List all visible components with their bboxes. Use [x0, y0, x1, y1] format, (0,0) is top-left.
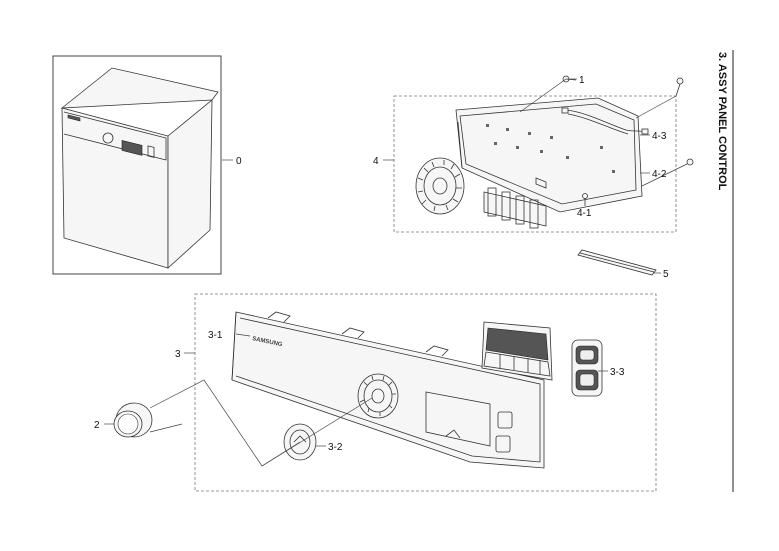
encoder-gear — [415, 157, 465, 215]
wire-harness — [561, 107, 649, 135]
callout-5: 5 — [663, 269, 669, 280]
leader-screw-right — [635, 95, 677, 119]
washer-unit-group — [52, 55, 222, 275]
washer-buttons — [147, 145, 155, 158]
screw-right-top — [675, 77, 684, 97]
callout-0: 0 — [236, 156, 242, 167]
washer-top — [60, 67, 219, 109]
leader-1 — [519, 78, 567, 113]
leader-3-1 — [235, 333, 251, 337]
screw-4-1 — [582, 193, 588, 206]
assy-3-boundary — [194, 293, 657, 492]
callout-4-2: 4-2 — [652, 169, 667, 180]
panel-dial-ring — [357, 373, 399, 419]
callout-4-1: 4-1 — [577, 208, 592, 219]
washer-side — [167, 99, 213, 269]
washer-display — [121, 140, 143, 156]
pcb-housing — [455, 97, 643, 213]
washer-control-strip — [63, 111, 167, 161]
callout-3-3: 3-3 — [610, 367, 625, 378]
callout-4-3: 4-3 — [652, 131, 667, 142]
lcd-window — [481, 321, 553, 381]
washer-front — [61, 107, 169, 269]
button-cover — [571, 339, 603, 397]
knob-part2 — [113, 402, 153, 438]
washer-dial — [102, 132, 114, 144]
knob-assembly-line-2 — [149, 423, 183, 433]
callout-3-1: 3-1 — [208, 330, 223, 341]
callout-3: 3 — [175, 349, 181, 360]
panel-strip-part5 — [577, 249, 657, 276]
page-title: 3. ASSY PANEL CONTROL — [716, 52, 728, 191]
washer-frame — [52, 55, 222, 275]
callout-2: 2 — [94, 420, 100, 431]
washer-logo-mark — [67, 114, 81, 122]
callout-1: 1 — [579, 75, 585, 86]
assy-4-boundary — [393, 95, 677, 233]
screw-4-2 — [641, 158, 694, 187]
callout-3-2: 3-2 — [328, 442, 343, 453]
button-pushers — [483, 187, 547, 229]
callout-4: 4 — [373, 156, 379, 167]
knob-assembly-line-3 — [261, 397, 373, 467]
